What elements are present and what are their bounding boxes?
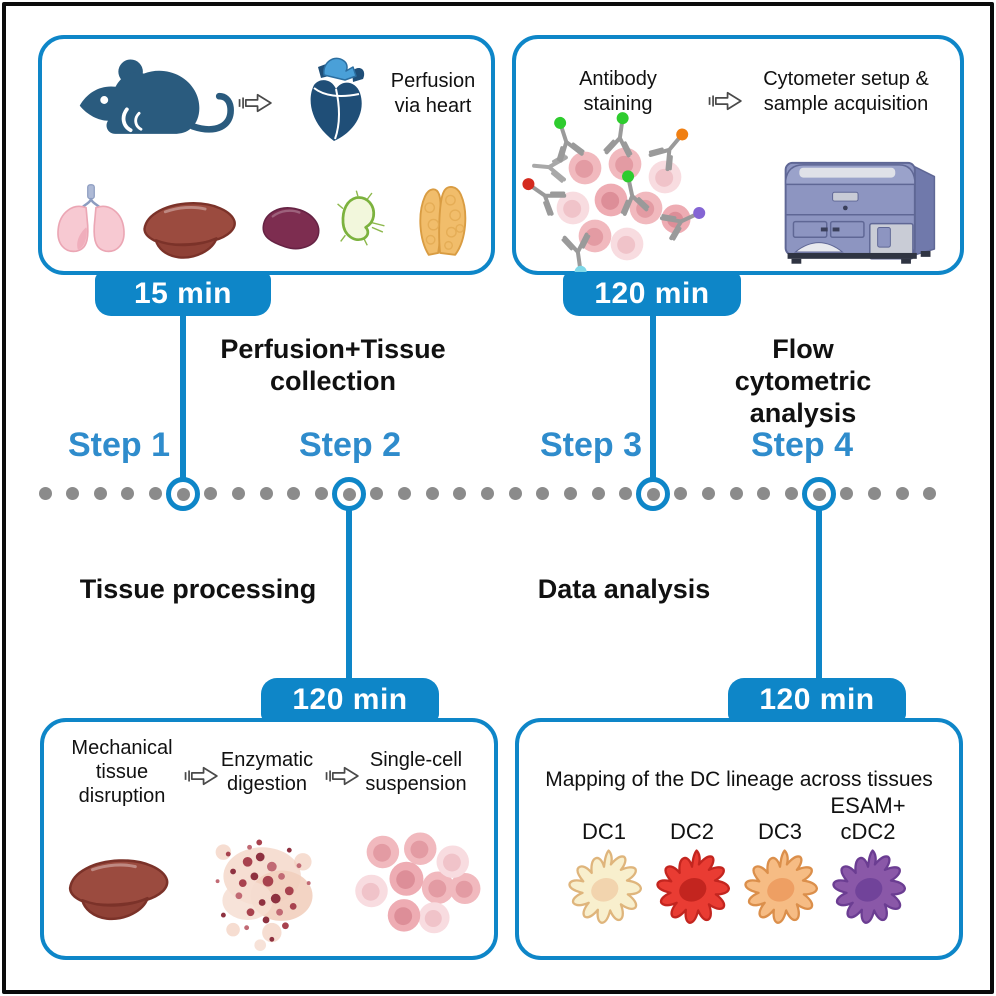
dc1-label: DC1 (581, 818, 626, 844)
panel-flow-cytometry: Antibody staining Cytometer setup & samp… (512, 35, 964, 278)
enzymatic-digestion-label: Enzymatic digestion (220, 749, 314, 795)
antibody-stained-cells-icon (522, 112, 706, 278)
connector-step4 (816, 510, 822, 682)
dc3-label: DC3 (757, 818, 802, 844)
dc3-cell-icon (737, 846, 823, 932)
duration-badge-step4: 120 min (728, 678, 906, 722)
lungs-icon (57, 184, 125, 253)
single-cell-suspension-label: Single-cell suspension (365, 749, 467, 795)
step-1-label: Step 1 (67, 426, 171, 464)
duration-badge-step2: 120 min (261, 678, 439, 722)
heart-icon (310, 57, 365, 141)
timeline-node-step1 (166, 477, 200, 511)
phase-label-processing: Tissue processing (79, 574, 317, 604)
antibody-staining-label: Antibody staining (579, 68, 657, 115)
liver-icon (134, 191, 244, 263)
single-cell-suspension-icon (355, 832, 481, 934)
spleen-icon (262, 207, 320, 250)
duration-badge-step3: 120 min (563, 272, 741, 316)
panel-data-analysis: Mapping of the DC lineage across tissues… (515, 718, 963, 960)
connector-step1 (180, 314, 186, 480)
phase-label-collection: Perfusion+Tissue collection (220, 334, 446, 396)
step-4-label: Step 4 (750, 426, 854, 464)
panel-tissue-processing: Mechanical tissue disruption Enzymatic d… (40, 718, 498, 960)
cytometer-setup-label: Cytometer setup & sample acquisition (763, 68, 929, 115)
dc-mapping-title: Mapping of the DC lineage across tissues (545, 768, 933, 791)
step-3-label: Step 3 (539, 426, 643, 464)
digested-tissue-icon (215, 839, 313, 951)
lymph-node-icon (337, 190, 385, 246)
flow-cytometer-icon (784, 161, 936, 264)
duration-badge-step1: 15 min (95, 272, 271, 316)
block-arrow-icon (708, 89, 744, 113)
step-2-label: Step 2 (298, 426, 402, 464)
dc2-column: DC2 (648, 786, 736, 932)
perfusion-caption: Perfusion via heart (390, 70, 476, 117)
mechanical-disruption-label: Mechanical tissue disruption (71, 737, 173, 807)
dc1-cell-icon (561, 846, 647, 932)
phase-label-cytometry: Flow cytometric analysis (734, 334, 872, 428)
esam-cdc2-column: ESAM+ cDC2 (824, 786, 912, 932)
antibody-icon (522, 112, 706, 278)
esam-cdc2-label: ESAM+ cDC2 (830, 793, 906, 844)
phase-label-data-analysis: Data analysis (537, 574, 711, 604)
esam-cdc2-cell-icon (825, 846, 911, 932)
timeline-node-step4 (802, 477, 836, 511)
dc2-cell-icon (649, 846, 735, 932)
dc3-column: DC3 (736, 786, 824, 932)
connector-step3 (650, 314, 656, 480)
timeline-node-step2 (332, 477, 366, 511)
dc-cell-row: DC1 DC2 DC3 ESAM+ cDC2 (560, 786, 930, 932)
liver-icon (62, 844, 174, 928)
dc1-column: DC1 (560, 786, 648, 932)
block-arrow-icon (238, 91, 274, 115)
dc2-label: DC2 (669, 818, 714, 844)
mouse-icon (79, 59, 234, 134)
connector-step2 (346, 510, 352, 682)
thymus-icon (419, 186, 467, 256)
panel-tissue-collection: Perfusion via heart (38, 35, 495, 275)
timeline-node-step3 (636, 477, 670, 511)
